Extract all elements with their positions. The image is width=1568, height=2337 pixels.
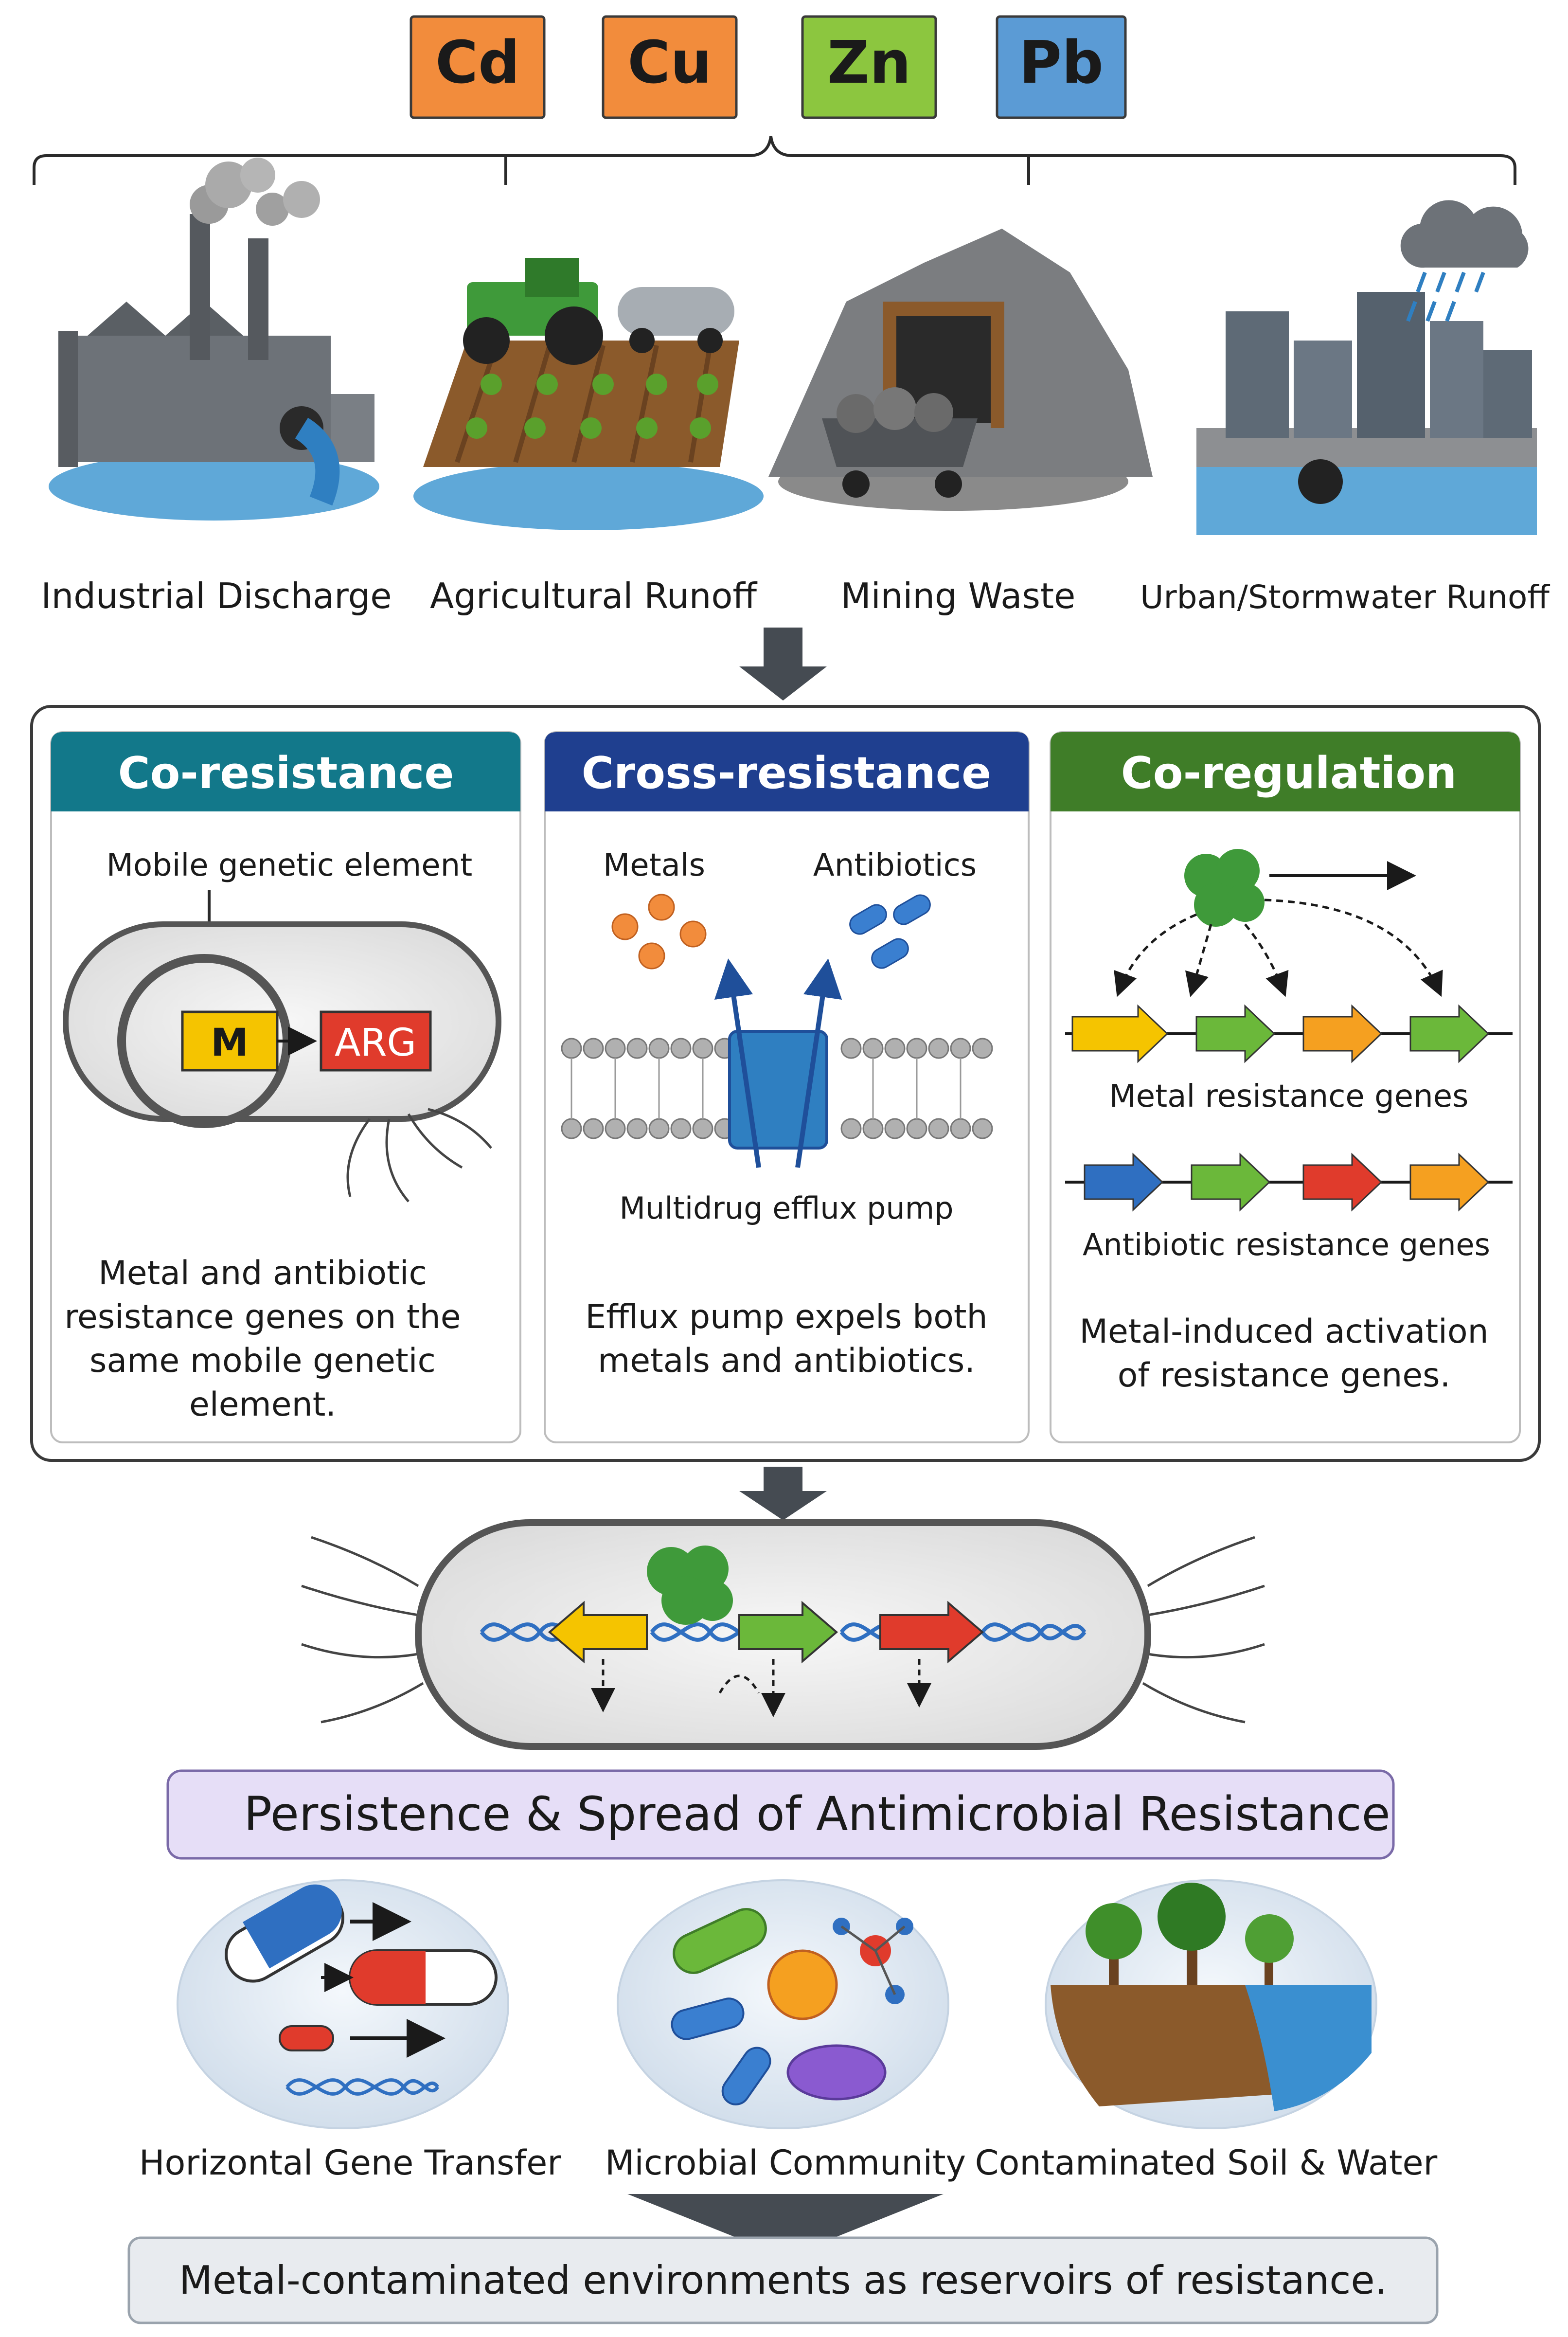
co-regulation-title: Co-regulation <box>1121 748 1457 799</box>
cross-resistance-card: Cross-resistance Metals Antibiotics <box>544 731 1030 1443</box>
co-resistance-desc-2: resistance genes on the <box>64 1298 461 1336</box>
source-label-urban: Urban/Stormwater Runoff <box>1140 578 1550 616</box>
antibiotic-genes-label: Antibiotic resistance genes <box>1083 1227 1490 1262</box>
metal-genes-label: Metal resistance genes <box>1109 1079 1469 1115</box>
efflux-pump-label: Multidrug efflux pump <box>620 1190 954 1226</box>
cell-membrane <box>559 1038 1007 1139</box>
metal-box-cu: Cu <box>602 15 738 119</box>
metal-label-cu: Cu <box>627 29 712 97</box>
gene-m-label: M <box>211 1021 249 1065</box>
conclusion-text: Metal-contaminated environments as reser… <box>179 2258 1387 2303</box>
metal-box-pb: Pb <box>996 15 1127 119</box>
co-regulation-desc-1: Metal-induced activation <box>1079 1312 1488 1351</box>
outcome-label-gene-transfer: Horizontal Gene Transfer <box>139 2143 561 2183</box>
source-label-industrial: Industrial Discharge <box>41 575 392 616</box>
farm-icon <box>413 258 764 530</box>
metal-ions <box>611 894 707 970</box>
cross-resistance-desc-1: Efflux pump expels both <box>585 1298 987 1336</box>
city-icon <box>1196 200 1537 535</box>
metal-label-zn: Zn <box>827 29 911 97</box>
metals-label: Metals <box>603 847 705 883</box>
metal-label-cd: Cd <box>435 29 520 97</box>
metal-box-zn: Zn <box>801 15 937 119</box>
mine-icon <box>768 229 1153 511</box>
flow-arrow-3 <box>627 2194 944 2257</box>
persistence-title: Persistence & Spread of Antimicrobial Re… <box>244 1787 1390 1841</box>
source-label-agricultural: Agricultural Runoff <box>430 575 757 616</box>
co-regulation-card: Co-regulation Metal resistance genes Ant… <box>1050 731 1521 1443</box>
bacterium-genome-icon <box>301 1519 1265 1750</box>
gene-arg-box <box>320 1010 432 1072</box>
co-resistance-title: Co-resistance <box>118 748 454 799</box>
co-regulation-desc-2: of resistance genes. <box>1118 1356 1450 1395</box>
gene-arg-label: ARG <box>335 1021 416 1065</box>
conclusion-box <box>127 2236 1439 2324</box>
efflux-pump-icon <box>728 1030 828 1150</box>
flow-arrow-1 <box>739 628 827 701</box>
persistence-banner <box>166 1769 1395 1860</box>
antibiotic-pills <box>849 894 931 969</box>
antibiotics-label: Antibiotics <box>813 847 977 883</box>
outcome-label-community: Microbial Community <box>605 2143 966 2183</box>
cross-resistance-title: Cross-resistance <box>582 748 991 799</box>
regulator-protein-icon <box>1184 849 1265 927</box>
co-resistance-card: Co-resistance Mobile genetic element M A… <box>50 731 521 1443</box>
factory-icon <box>49 158 379 521</box>
co-resistance-desc-4: element. <box>189 1385 336 1424</box>
microbial-community-icon <box>617 1879 949 2129</box>
co-resistance-desc-3: same mobile genetic <box>89 1342 436 1380</box>
mobile-element-label: Mobile genetic element <box>107 847 473 883</box>
gene-m-box <box>181 1010 279 1072</box>
flow-arrow-2 <box>739 1467 827 1520</box>
co-resistance-desc-1: Metal and antibiotic <box>98 1254 427 1293</box>
sources-brace <box>33 136 1516 185</box>
source-label-mining: Mining Waste <box>841 575 1076 616</box>
outcome-label-soil-water: Contaminated Soil & Water <box>975 2143 1438 2183</box>
metal-box-cd: Cd <box>410 15 546 119</box>
cross-resistance-desc-2: metals and antibiotics. <box>598 1342 975 1380</box>
soil-water-icon <box>1045 1879 1377 2129</box>
gene-transfer-icon <box>177 1879 509 2129</box>
metal-label-pb: Pb <box>1019 29 1104 97</box>
